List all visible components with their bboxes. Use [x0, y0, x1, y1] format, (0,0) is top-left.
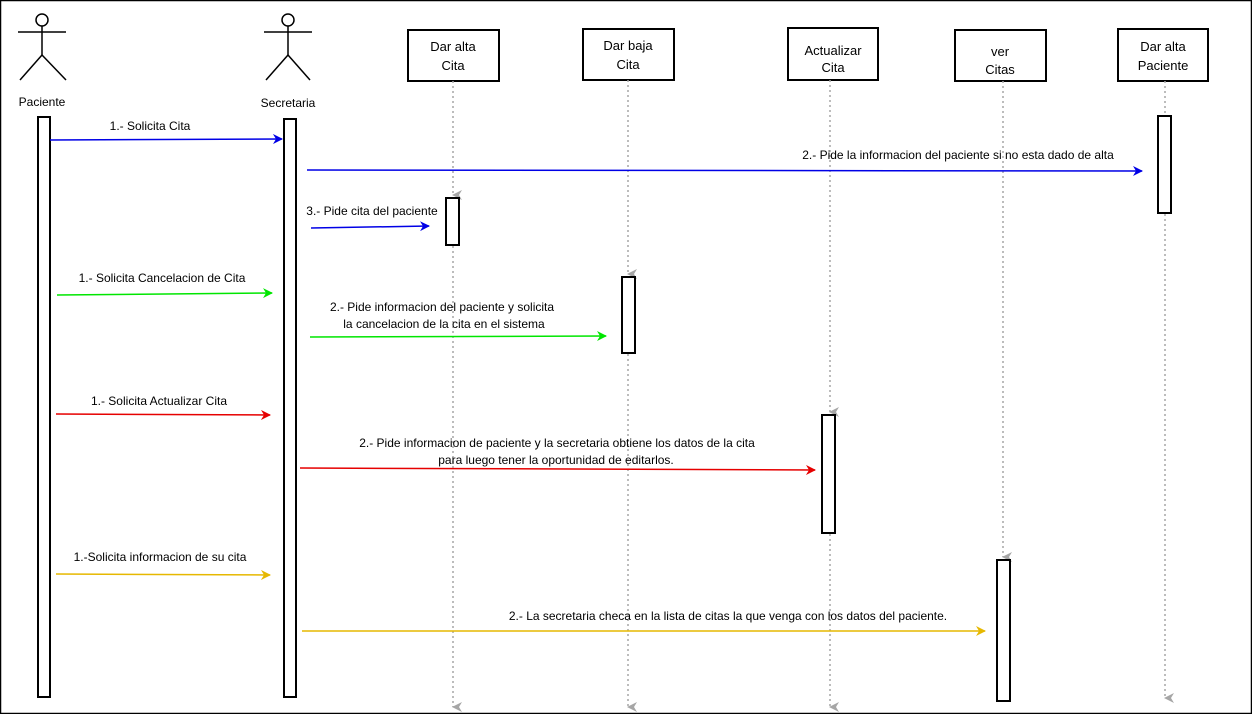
message-label: 1.- Solicita Cancelacion de Cita — [79, 271, 246, 285]
message-label: para luego tener la oportunidad de edita… — [438, 453, 674, 467]
activation-secretaria — [283, 118, 297, 698]
object-label-line: Actualizar — [804, 43, 862, 58]
message-2-pide-informacion-actualizar: 2.- Pide informacion de paciente y la se… — [299, 436, 816, 475]
object-dar-baja-cita: Dar baja Cita — [582, 28, 675, 81]
message-1-solicita-cita: 1.- Solicita Cita — [49, 119, 283, 145]
object-label-line: Dar alta — [430, 39, 476, 54]
object-label-line: Dar alta — [1140, 39, 1186, 54]
actor-label-secretaria: Secretaria — [261, 96, 316, 110]
message-2-pide-cancelacion: 2.- Pide informacion del paciente y soli… — [309, 300, 607, 342]
object-actualizar-cita: Actualizar Cita — [787, 27, 879, 81]
object-dar-alta-paciente: Dar alta Paciente — [1117, 28, 1209, 82]
message-label: 2.- Pide informacion de paciente y la se… — [359, 436, 755, 450]
activation-dar-alta-cita — [445, 197, 460, 246]
message-label: 2.- Pide informacion del paciente y soli… — [330, 300, 554, 314]
activation-dar-alta-paciente — [1157, 115, 1172, 214]
message-label: 1.-Solicita informacion de su cita — [74, 550, 247, 564]
message-1-solicita-actualizar: 1.- Solicita Actualizar Cita — [55, 394, 271, 420]
actor-label-paciente: Paciente — [19, 95, 66, 109]
actor-head-icon — [281, 13, 295, 27]
activation-paciente — [37, 116, 51, 698]
object-label-line: Citas — [985, 62, 1015, 77]
object-label-line: Cita — [441, 58, 465, 73]
object-dar-alta-cita: Dar alta Cita — [407, 29, 500, 82]
actor-secretaria: Secretaria — [261, 13, 316, 110]
message-2-secretaria-checa: 2.- La secretaria checa en la lista de c… — [302, 609, 986, 636]
message-1-solicita-informacion-cita: 1.-Solicita informacion de su cita — [55, 550, 271, 580]
activation-ver-citas — [996, 559, 1011, 702]
message-label: la cancelacion de la cita en el sistema — [343, 317, 545, 331]
actor-head-icon — [35, 13, 49, 27]
message-2-pide-informacion-paciente: 2.- Pide la informacion del paciente si … — [306, 148, 1143, 176]
object-label-line: Dar baja — [603, 38, 653, 53]
activation-dar-baja-cita — [621, 276, 636, 354]
object-label-line: Paciente — [1138, 58, 1189, 73]
object-ver-citas: ver Citas — [954, 29, 1047, 82]
message-label: 1.- Solicita Actualizar Cita — [91, 394, 227, 408]
actor-paciente: Paciente — [18, 13, 67, 109]
object-label-line: ver — [991, 44, 1010, 59]
message-label: 2.- La secretaria checa en la lista de c… — [509, 609, 947, 623]
message-label: 1.- Solicita Cita — [110, 119, 191, 133]
object-label-line: Cita — [821, 60, 845, 75]
message-3-pide-cita: 3.- Pide cita del paciente — [306, 204, 438, 232]
message-label: 2.- Pide la informacion del paciente si … — [802, 148, 1114, 162]
message-label: 3.- Pide cita del paciente — [306, 204, 438, 218]
message-1-solicita-cancelacion: 1.- Solicita Cancelacion de Cita — [56, 271, 273, 299]
activation-actualizar-cita — [821, 414, 836, 534]
object-label-line: Cita — [616, 57, 640, 72]
